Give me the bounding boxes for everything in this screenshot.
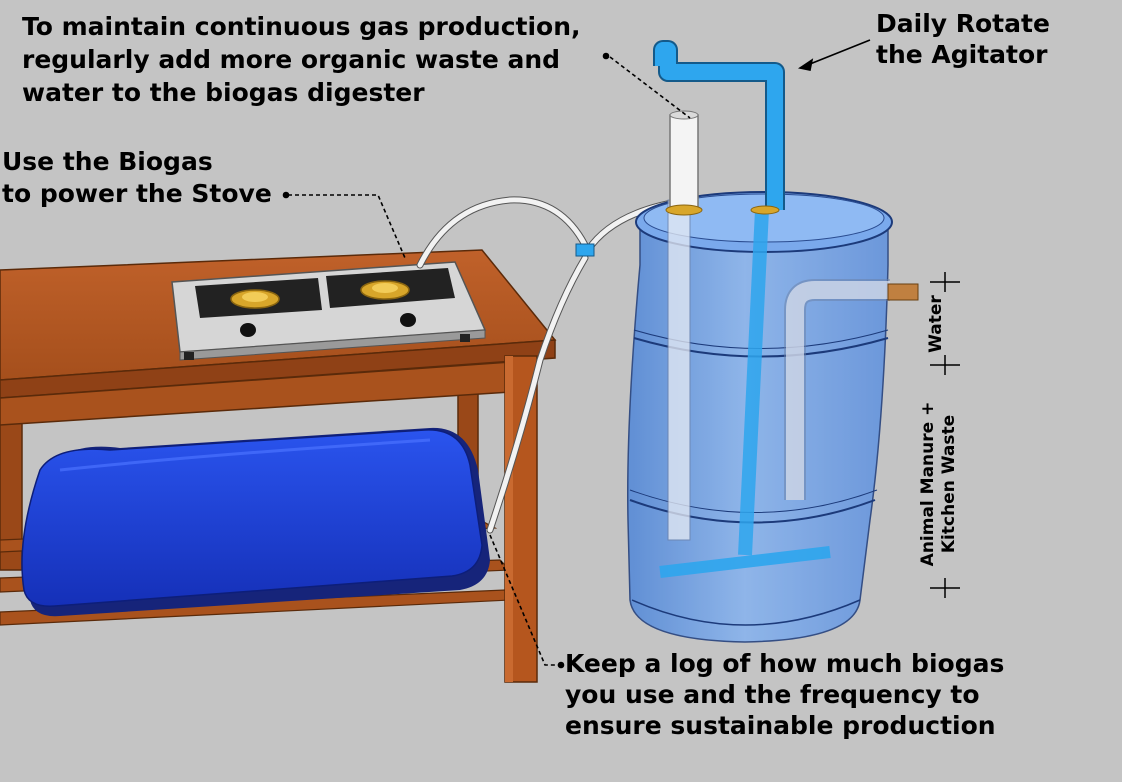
leader-add-waste bbox=[609, 56, 691, 119]
label-keep-log: Keep a log of how much biogas you use an… bbox=[565, 649, 1005, 740]
level-markers bbox=[930, 272, 960, 598]
table-apron bbox=[0, 339, 556, 399]
outlet-spout bbox=[887, 283, 919, 301]
leader-lines bbox=[282, 39, 871, 669]
agitator-shaft bbox=[738, 209, 769, 556]
barrel-rib bbox=[629, 499, 876, 524]
hose-to-bag bbox=[487, 255, 588, 533]
label-manure-level: Animal Manure + Kitchen Waste bbox=[918, 401, 959, 567]
label-rotate-agitator: Daily Rotate the Agitator bbox=[876, 9, 1050, 69]
gas-stove bbox=[171, 261, 487, 361]
leader-stove bbox=[288, 194, 406, 259]
hose-to-stove bbox=[417, 197, 588, 268]
agitator-paddle bbox=[659, 546, 831, 578]
biogas-digester-barrel bbox=[627, 40, 919, 643]
label-water-level: Water bbox=[926, 295, 946, 353]
leader-log bbox=[489, 534, 560, 666]
label-add-waste: To maintain continuous gas production, r… bbox=[22, 12, 581, 107]
stove-knob-right bbox=[400, 313, 416, 327]
t-connector bbox=[575, 243, 595, 257]
inlet-pipe-inside bbox=[667, 199, 691, 541]
agitator-handle bbox=[655, 42, 783, 210]
label-use-stove: Use the Biogas to power the Stove bbox=[2, 147, 272, 208]
stove-knob-left bbox=[240, 323, 256, 337]
biogas-storage-bag bbox=[21, 427, 490, 617]
inlet-pipe bbox=[669, 114, 699, 212]
